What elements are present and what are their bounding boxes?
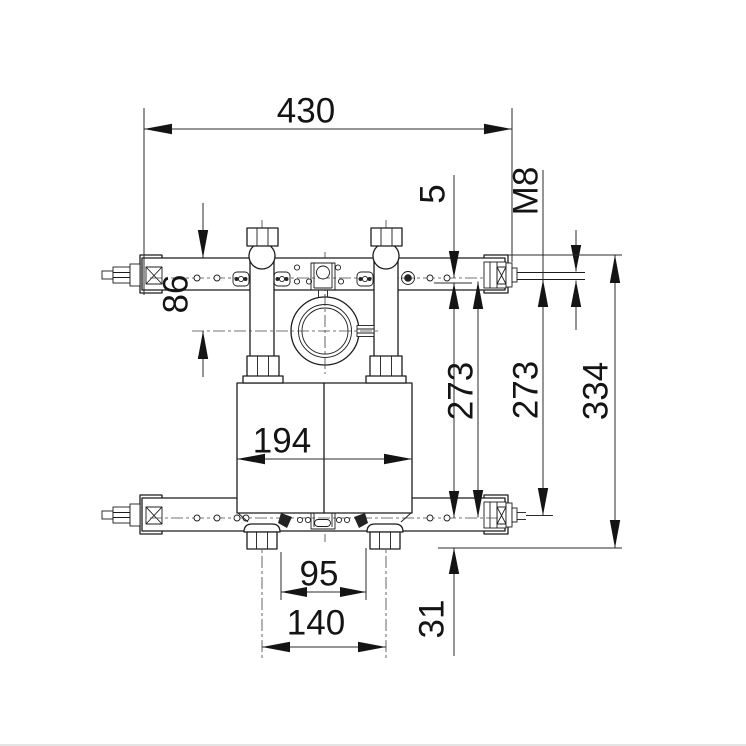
rail-fastener [401,271,415,285]
upper-rail-holes [193,264,451,285]
left-wedge-clip [278,513,292,528]
dim-label-m8: M8 [507,167,546,216]
dim-273-right: 273 [507,170,553,516]
left-tube [246,227,279,358]
right-tube [370,227,403,358]
upper-rail-clips [232,271,415,287]
dim-m8: M8 [507,167,582,330]
dim-86: 86 [157,203,209,377]
lower-fixing-nuts [243,523,404,550]
clamp-bracket [310,262,336,290]
dim-194: 194 [237,422,412,465]
right-wedge-clip [354,513,368,528]
dim-label-140: 140 [287,604,345,643]
dim-label-273-right: 273 [507,361,546,419]
dim-label-430: 430 [277,92,335,131]
dim-95: 95 [280,548,367,600]
dim-label-273-left: 273 [442,362,481,420]
dim-334: 334 [438,254,622,549]
dim-430: 430 [143,92,513,295]
dim-140: 140 [262,604,386,653]
upper-left-bolt [101,263,163,287]
lower-rail-details [150,512,500,530]
dim-273-left: 273 [442,281,484,518]
pipe-clamp [192,290,378,374]
dim-label-86: 86 [157,275,196,314]
dim-label-95: 95 [300,555,339,594]
mounting-box [236,382,413,514]
dim-5: 5 [414,175,472,518]
dim-label-334: 334 [577,362,616,420]
dim-label-31: 31 [413,600,452,639]
dim-31: 31 [413,491,460,656]
upper-rail [101,254,585,294]
upper-right-bolt [483,261,585,289]
dim-label-5: 5 [414,184,453,203]
lower-center-bracket [310,513,336,530]
lower-right-bolt [483,501,526,529]
lower-left-bolt [101,503,163,527]
tube-lock-nuts [242,355,407,384]
dim-label-194: 194 [253,422,311,461]
